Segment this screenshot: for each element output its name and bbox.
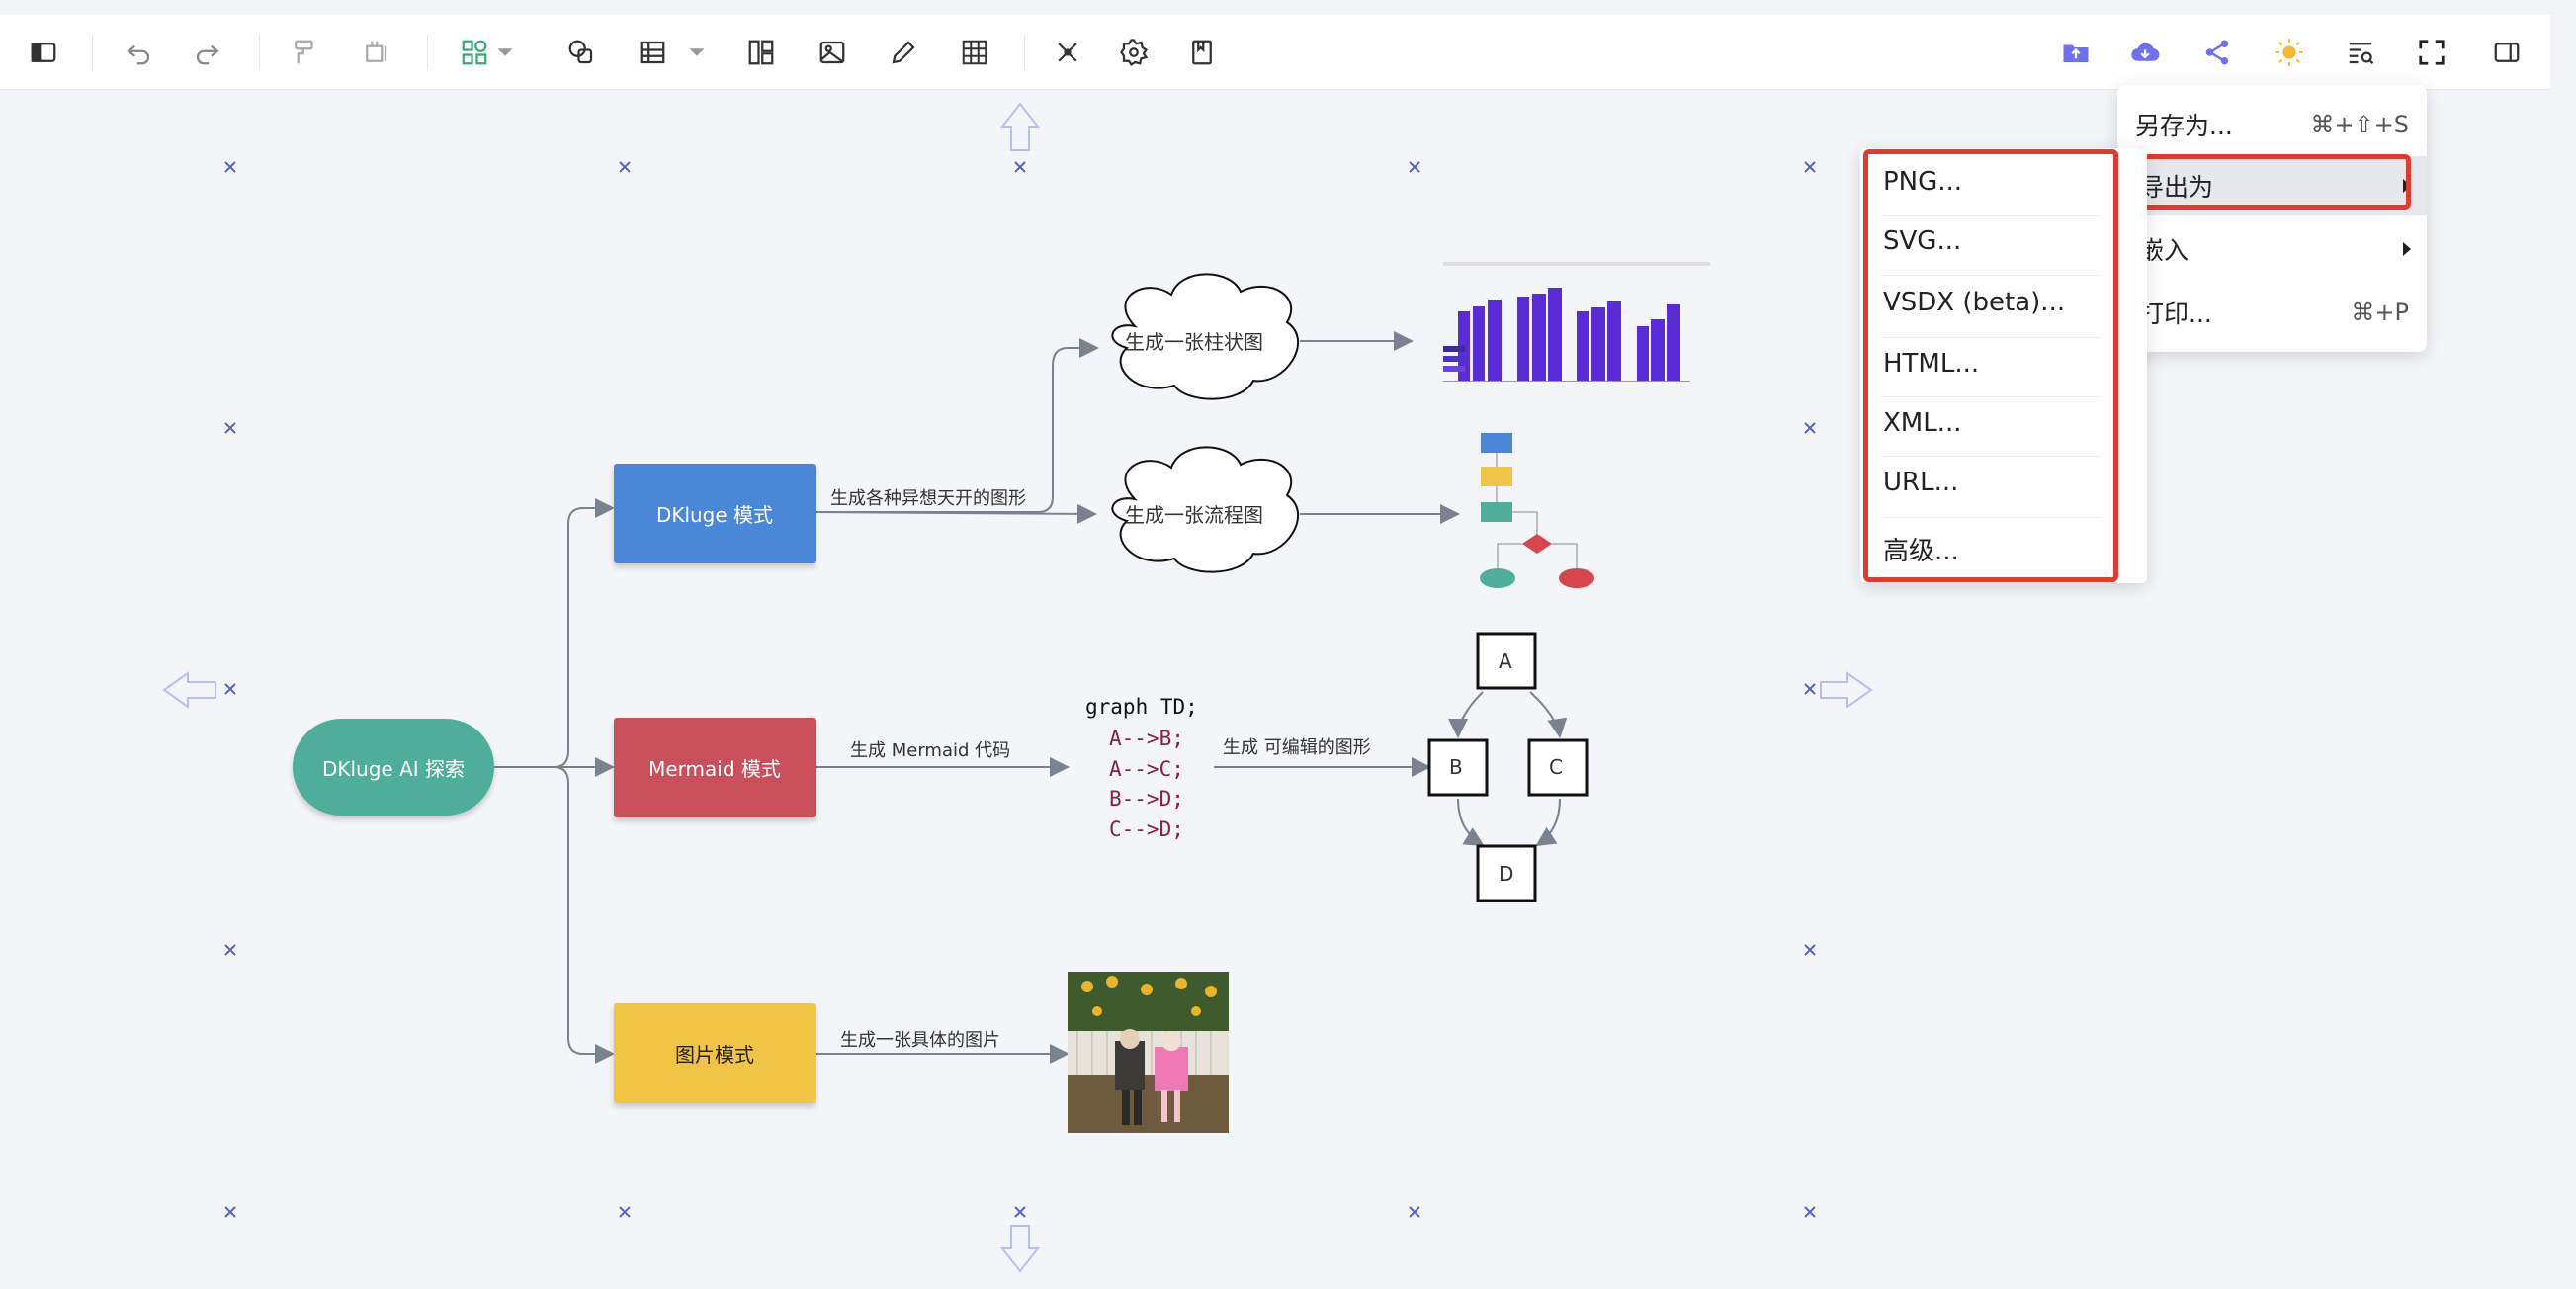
flow-box-b: [1427, 738, 1489, 797]
sidebar-toggle-icon[interactable]: [14, 15, 73, 89]
cloud-label-flow[interactable]: 生成一张流程图: [1125, 503, 1263, 527]
cloud-shape-1: [1111, 273, 1300, 400]
redo-icon[interactable]: [178, 15, 237, 89]
chevron-down-icon[interactable]: [490, 15, 520, 89]
mindmap-icon[interactable]: [1038, 15, 1097, 89]
code-line: graph TD;: [1085, 695, 1198, 719]
highlight-export-as: [2128, 154, 2411, 210]
flowchart-thumbnail[interactable]: [1463, 425, 1601, 593]
arrow-right-icon: [1820, 671, 1873, 709]
flow-label-c: C: [1549, 755, 1563, 779]
root-node[interactable]: DKluge AI 探索: [293, 719, 494, 816]
menu-item-label: 打印...: [2139, 300, 2212, 328]
divider: [1024, 35, 1025, 70]
mermaid-mode-node[interactable]: Mermaid 模式: [614, 718, 816, 817]
insert-shapes-icon[interactable]: [445, 15, 504, 89]
settings-icon[interactable]: [1104, 15, 1163, 89]
code-line: C-->D;: [1109, 817, 1184, 841]
flow-label-a: A: [1499, 649, 1512, 673]
code-line: A-->B;: [1109, 727, 1184, 750]
menu-item-label: 另存为...: [2135, 112, 2233, 140]
export-submenu: [1860, 148, 2147, 583]
cloud-label-bar[interactable]: 生成一张柱状图: [1125, 330, 1263, 354]
flow-box-c: [1527, 738, 1589, 797]
layout-icon[interactable]: [731, 15, 791, 89]
image-mode-node[interactable]: 图片模式: [614, 1003, 816, 1103]
undo-icon[interactable]: [109, 15, 168, 89]
divider: [427, 35, 428, 70]
right-panel-icon[interactable]: [2477, 15, 2536, 89]
arrow-left-icon: [162, 671, 216, 709]
menu-item-embed[interactable]: 嵌入: [2117, 219, 2427, 279]
highlight-export-submenu: [1863, 149, 2118, 582]
edge-label-editable: 生成 可编辑的图形: [1223, 737, 1371, 758]
file-dropdown-menu: 另存为... ⌘+⇧+S 导出为 嵌入 打印... ⌘+P: [2117, 85, 2427, 352]
export-html[interactable]: HTML...: [1883, 349, 1980, 379]
menu-item-save-as[interactable]: 另存为... ⌘+⇧+S: [2117, 95, 2427, 154]
code-line: A-->C;: [1109, 757, 1184, 781]
shortcut-label: ⌘+P: [2351, 299, 2409, 326]
menu-item-label: 嵌入: [2139, 236, 2190, 265]
generated-photo[interactable]: [1068, 972, 1229, 1133]
chevron-down-icon[interactable]: [682, 15, 712, 89]
table-icon[interactable]: [623, 15, 682, 89]
export-png[interactable]: PNG...: [1883, 167, 1963, 197]
dkluge-mode-node[interactable]: DKluge 模式: [614, 464, 816, 563]
cloud-shape-2: [1111, 446, 1300, 573]
clear-format-icon[interactable]: [346, 15, 405, 89]
bar-chart-thumbnail[interactable]: [1414, 252, 1730, 420]
image-icon[interactable]: [803, 15, 862, 89]
format-painter-icon[interactable]: [275, 15, 334, 89]
menu-item-label: 导出为: [2139, 173, 2214, 202]
sun-icon[interactable]: [2260, 15, 2319, 89]
pen-icon[interactable]: [874, 15, 933, 89]
divider: [92, 35, 93, 70]
divider: [1881, 396, 2101, 397]
export-url[interactable]: URL...: [1883, 468, 1959, 497]
divider: [1881, 275, 2101, 276]
flow-box-d: [1476, 844, 1537, 902]
grid-icon[interactable]: [945, 15, 1004, 89]
divider: [259, 35, 260, 70]
shapes-icon[interactable]: [552, 15, 611, 89]
share-icon[interactable]: [2188, 15, 2247, 89]
export-xml[interactable]: XML...: [1883, 408, 1962, 438]
export-vsdx[interactable]: VSDX (beta)...: [1883, 288, 2066, 317]
edge-label-image: 生成一张具体的图片: [840, 1030, 1000, 1051]
code-line: B-->D;: [1109, 787, 1184, 811]
export-advanced[interactable]: 高级...: [1883, 537, 1959, 566]
submenu-arrow-icon: [2403, 242, 2411, 256]
flow-label-b: B: [1449, 755, 1463, 779]
shortcut-label: ⌘+⇧+S: [2310, 111, 2409, 138]
divider: [1881, 517, 2101, 518]
fullscreen-icon[interactable]: [2402, 15, 2461, 89]
book-icon[interactable]: [1172, 15, 1232, 89]
export-submenu-items: PNG... SVG... VSDX (beta)... HTML... XML…: [1863, 149, 2118, 582]
divider: [1881, 215, 2101, 216]
export-folder-icon[interactable]: [2046, 15, 2105, 89]
toolbar: [0, 15, 2550, 90]
arrow-down-icon: [999, 1225, 1041, 1273]
edge-label-mermaid: 生成 Mermaid 代码: [850, 740, 1011, 761]
arrow-up-icon: [999, 102, 1041, 151]
search-replace-icon[interactable]: [2331, 15, 2390, 89]
divider: [1881, 456, 2101, 457]
cloud-download-icon[interactable]: [2115, 15, 2175, 89]
flow-box-a: [1476, 632, 1537, 690]
export-svg[interactable]: SVG...: [1883, 226, 1962, 256]
menu-item-print[interactable]: 打印... ⌘+P: [2117, 283, 2427, 342]
divider: [1881, 337, 2101, 338]
edge-label-shapes: 生成各种异想天开的图形: [830, 488, 1026, 509]
flow-label-d: D: [1499, 862, 1514, 886]
